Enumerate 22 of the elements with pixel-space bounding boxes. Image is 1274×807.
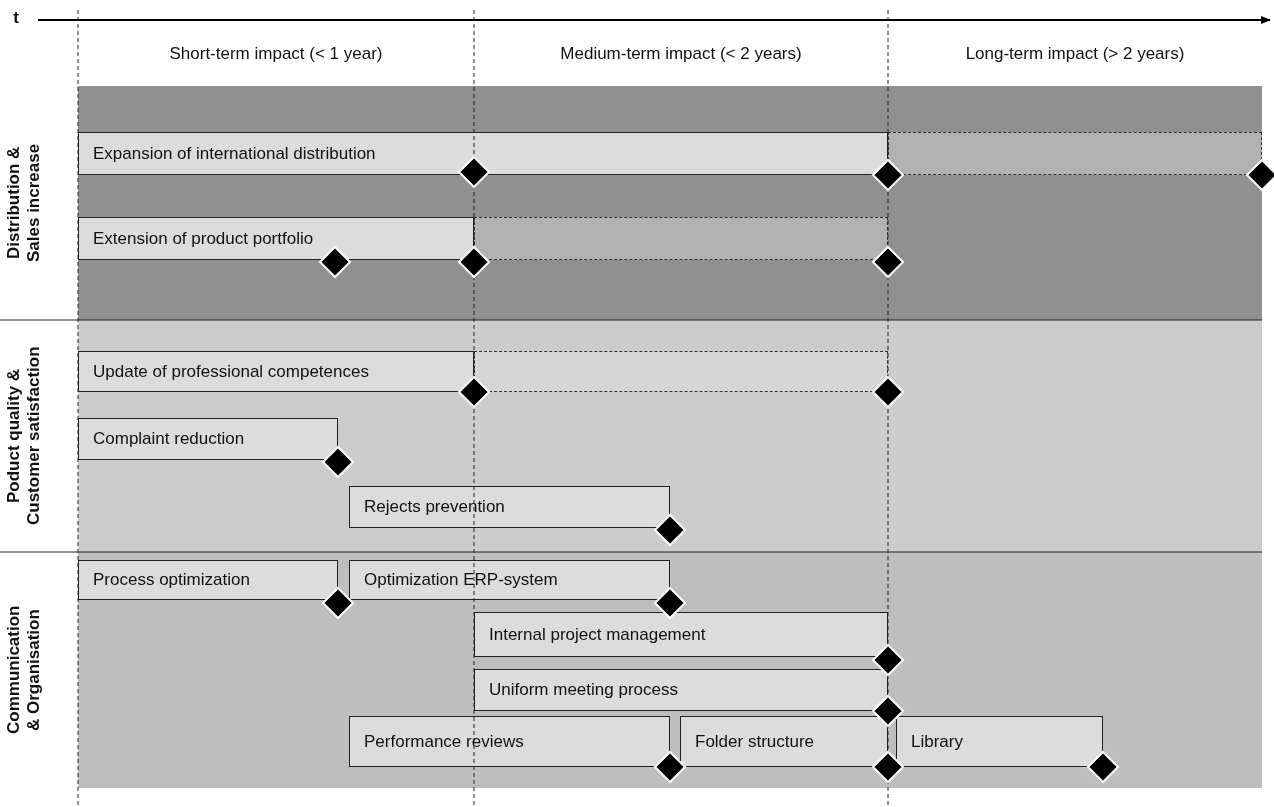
task-bar: Rejects prevention: [349, 486, 670, 528]
task-bar: Folder structure: [680, 716, 888, 767]
task-bar: Uniform meeting process: [474, 669, 888, 711]
row-label: Distribution & Sales increase: [4, 142, 44, 265]
column-header: Medium-term impact (< 2 years): [559, 44, 803, 65]
task-bar: Performance reviews: [349, 716, 670, 767]
task-bar: Internal project management: [474, 612, 888, 657]
task-bar: Update of professional competences: [78, 351, 474, 392]
task-bar: Expansion of international distribution: [78, 132, 888, 175]
task-bar: Process optimization: [78, 560, 338, 600]
extension-bar: [474, 217, 888, 260]
task-bar: Optimization ERP-system: [349, 560, 670, 600]
extension-bar: [888, 132, 1262, 175]
extension-bar: [474, 351, 888, 392]
task-bar: Extension of product portfolio: [78, 217, 474, 260]
column-header: Short-term impact (< 1 year): [168, 44, 384, 65]
task-bar: Library: [896, 716, 1103, 767]
column-header: Long-term impact (> 2 years): [964, 44, 1186, 65]
row-label: Communication & Organisation: [4, 604, 44, 737]
row-label: Poduct quality & Customer satisfaction: [4, 345, 44, 528]
axis-label: t: [12, 8, 20, 29]
task-bar: Complaint reduction: [78, 418, 338, 460]
